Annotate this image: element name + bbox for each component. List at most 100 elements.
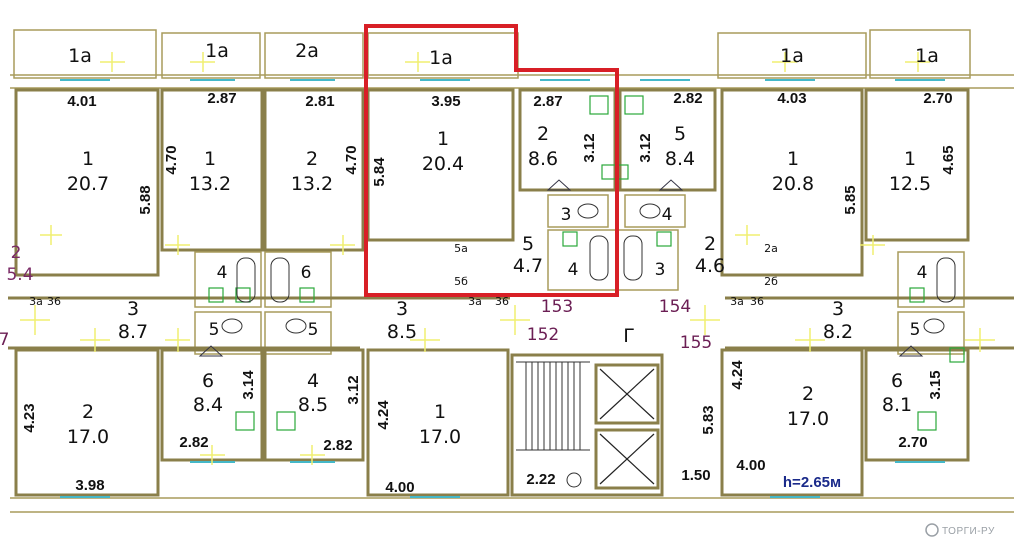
- flat-numbers: 153 152 154 155 7: [0, 297, 712, 353]
- room-type: 1: [82, 148, 94, 170]
- room-type: 1а: [429, 47, 453, 69]
- dimension: 5.84: [371, 157, 388, 187]
- room-area: 8.1: [882, 394, 912, 416]
- dimension: 2.81: [305, 93, 334, 110]
- bath-label: 6: [301, 263, 312, 283]
- flat-number: 153: [541, 297, 573, 317]
- dimension: 3.98: [75, 477, 104, 494]
- closet-label: 2а: [764, 242, 778, 255]
- dimension: 2.87: [207, 90, 236, 107]
- room-type: 1: [204, 148, 216, 170]
- room-type: 5: [522, 233, 534, 255]
- dimension: 4.70: [163, 145, 180, 174]
- room-type: 6: [891, 370, 903, 392]
- bath-label: 4: [917, 263, 928, 283]
- closet-label: 36: [750, 295, 764, 308]
- room-area: 4.6: [695, 255, 725, 277]
- radiator-marks: [20, 52, 995, 465]
- wc-label: 3: [561, 205, 572, 225]
- bath-label: 3: [655, 260, 666, 280]
- corridor-label: Г: [623, 325, 635, 347]
- dimension: 3.12: [581, 133, 598, 162]
- room-area: 17.0: [787, 408, 829, 430]
- bath-label: 4: [568, 260, 579, 280]
- dimension: 4.65: [940, 145, 957, 174]
- room-area: 20.4: [422, 153, 464, 175]
- flat-number: 155: [680, 333, 712, 353]
- room-type: 3: [832, 298, 844, 320]
- dimension: 2.82: [323, 437, 352, 454]
- room-area: 12.5: [889, 173, 931, 195]
- closet-label: 3а: [730, 295, 744, 308]
- dimension: 4.24: [375, 400, 392, 430]
- dimension: 4.00: [385, 479, 414, 496]
- dimension: 4.23: [21, 403, 38, 432]
- building-walls: [8, 29, 1014, 513]
- watermark: ТОРГИ-РУ: [925, 523, 995, 537]
- room-type: 1а: [205, 40, 229, 62]
- room-area: 8.2: [823, 321, 853, 343]
- flat-number: 7: [0, 330, 9, 350]
- room-area: 5.4: [6, 265, 33, 285]
- dimension: 5.88: [137, 185, 154, 214]
- room-area: 8.7: [118, 321, 148, 343]
- room-type: 1а: [915, 45, 939, 67]
- room-area: 17.0: [67, 426, 109, 448]
- closet-label: 3а: [29, 295, 43, 308]
- dimension: 5.85: [842, 185, 859, 214]
- wc-label: 5: [209, 320, 220, 340]
- flat-number: 154: [659, 297, 691, 317]
- wc-label: 4: [662, 205, 673, 225]
- dimension: 2.70: [923, 90, 952, 107]
- dimension: 4.03: [777, 90, 806, 107]
- dimension: 5.83: [700, 405, 717, 434]
- dimension: 3.12: [345, 375, 362, 404]
- closet-label: 5а: [454, 242, 468, 255]
- room-type: 2: [11, 243, 22, 263]
- room-type: 1: [787, 148, 799, 170]
- flat-number: 152: [527, 325, 559, 345]
- wc-label: 5: [308, 320, 319, 340]
- watermark-text: ТОРГИ-РУ: [942, 526, 995, 537]
- closet-label: 36: [47, 295, 61, 308]
- room-type: 2а: [295, 40, 319, 62]
- room-area: 13.2: [291, 173, 333, 195]
- room-type: 3: [396, 298, 408, 320]
- room-type: 1а: [780, 45, 804, 67]
- room-type: 4: [307, 370, 319, 392]
- room-area: 17.0: [419, 426, 461, 448]
- dimension: 4.00: [736, 457, 765, 474]
- room-type: 2: [704, 233, 716, 255]
- room-type: 1: [434, 401, 446, 423]
- room-area: 13.2: [189, 173, 231, 195]
- room-type: 3: [127, 298, 139, 320]
- room-area: 20.7: [67, 173, 109, 195]
- dimension: 3.95: [431, 93, 460, 110]
- dimension: 4.01: [67, 93, 96, 110]
- room-area: 8.4: [193, 394, 223, 416]
- dimension: 3.15: [927, 370, 944, 399]
- room-labels: 1а 1а 2а 1а 1а 1а 1 20.7 1 13.2 2 13.2 1…: [6, 40, 938, 448]
- small-labels: 4 6 5 5 3 4 4 3 4 5 5а 5б 2а 2б 3а 36 3а…: [29, 205, 927, 347]
- room-type: 1: [904, 148, 916, 170]
- room-area: 8.4: [665, 148, 695, 170]
- windows: [60, 79, 945, 498]
- room-type: 1а: [68, 45, 92, 67]
- dimension: 2.82: [673, 90, 702, 107]
- room-area: 8.6: [528, 148, 558, 170]
- closet-label: 36: [495, 295, 509, 308]
- room-type: 2: [306, 148, 318, 170]
- dimension: 3.12: [637, 133, 654, 162]
- dimension: 2.70: [898, 434, 927, 451]
- room-type: 2: [537, 123, 549, 145]
- dimension: 2.82: [179, 434, 208, 451]
- dimension: 4.70: [343, 145, 360, 174]
- dimension: 2.87: [533, 93, 562, 110]
- closet-label: 2б: [764, 275, 778, 288]
- room-type: 1: [437, 128, 449, 150]
- dimensions: 4.01 2.87 2.81 3.95 2.87 2.82 4.03 2.70 …: [21, 90, 957, 496]
- wc-label: 5: [910, 320, 921, 340]
- dimension: 2.22: [526, 471, 555, 488]
- room-type: 2: [802, 383, 814, 405]
